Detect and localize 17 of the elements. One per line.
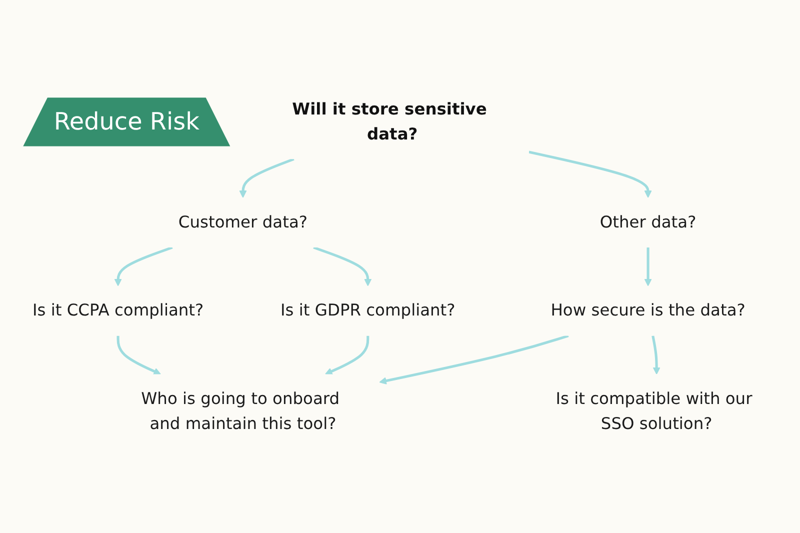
arrow — [116, 336, 161, 375]
arrow — [239, 158, 294, 198]
node-text: Is it CCPA compliant? — [32, 301, 204, 320]
arrow — [379, 334, 569, 384]
arrow — [652, 335, 660, 374]
node-text: Customer data? — [178, 212, 308, 232]
node-text: Other data? — [600, 212, 696, 232]
arrow — [528, 150, 652, 198]
node-text: Is it GDPR compliant? — [280, 301, 456, 320]
node-text: Will it store sensitive data? — [292, 100, 487, 144]
arrow — [313, 246, 372, 286]
node-text: Who is going to onboard and maintain this tool? — [141, 389, 340, 433]
node-text: How secure is the data? — [550, 301, 746, 320]
arrow — [324, 336, 370, 375]
arrow — [114, 246, 173, 286]
arrow — [644, 247, 652, 286]
node-text: Is it compatible with our SSO solution? — [556, 389, 752, 433]
